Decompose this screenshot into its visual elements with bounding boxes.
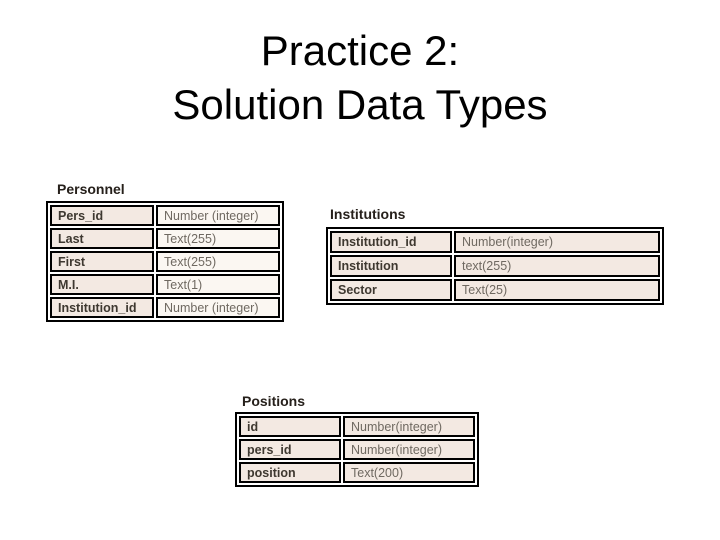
table-row: First Text(255) — [50, 251, 280, 272]
positions-table: id Number(integer) pers_id Number(intege… — [235, 412, 479, 487]
table-row: Pers_id Number (integer) — [50, 205, 280, 226]
institutions-table: Institution_id Number(integer) Instituti… — [326, 227, 664, 305]
field-name-cell: M.I. — [50, 274, 154, 295]
data-type-cell: Number(integer) — [343, 439, 475, 460]
table-row: pers_id Number(integer) — [239, 439, 475, 460]
table-row: Institution text(255) — [330, 255, 660, 277]
field-name-cell: pers_id — [239, 439, 341, 460]
table-row: Last Text(255) — [50, 228, 280, 249]
field-name-cell: Institution — [330, 255, 452, 277]
slide-title: Practice 2: Solution Data Types — [0, 24, 720, 132]
table-row: id Number(integer) — [239, 416, 475, 437]
personnel-table: Pers_id Number (integer) Last Text(255) … — [46, 201, 284, 322]
table-row: Institution_id Number (integer) — [50, 297, 280, 318]
field-name-cell: Institution_id — [330, 231, 452, 253]
data-type-cell: Number (integer) — [156, 205, 280, 226]
field-name-cell: id — [239, 416, 341, 437]
field-name-cell: Last — [50, 228, 154, 249]
field-name-cell: First — [50, 251, 154, 272]
data-type-cell: Text(200) — [343, 462, 475, 483]
personnel-table-heading: Personnel — [57, 181, 125, 197]
data-type-cell: Text(1) — [156, 274, 280, 295]
table-row: position Text(200) — [239, 462, 475, 483]
data-type-cell: Number (integer) — [156, 297, 280, 318]
table-row: M.I. Text(1) — [50, 274, 280, 295]
field-name-cell: Pers_id — [50, 205, 154, 226]
slide-title-line-2: Solution Data Types — [172, 81, 548, 128]
institutions-table-heading: Institutions — [330, 206, 406, 222]
field-name-cell: Institution_id — [50, 297, 154, 318]
table-row: Sector Text(25) — [330, 279, 660, 301]
field-name-cell: position — [239, 462, 341, 483]
data-type-cell: Text(255) — [156, 228, 280, 249]
field-name-cell: Sector — [330, 279, 452, 301]
data-type-cell: Text(255) — [156, 251, 280, 272]
data-type-cell: text(255) — [454, 255, 660, 277]
slide-title-line-1: Practice 2: — [260, 27, 460, 74]
positions-table-heading: Positions — [242, 393, 306, 409]
data-type-cell: Number(integer) — [454, 231, 660, 253]
data-type-cell: Number(integer) — [343, 416, 475, 437]
data-type-cell: Text(25) — [454, 279, 660, 301]
table-row: Institution_id Number(integer) — [330, 231, 660, 253]
